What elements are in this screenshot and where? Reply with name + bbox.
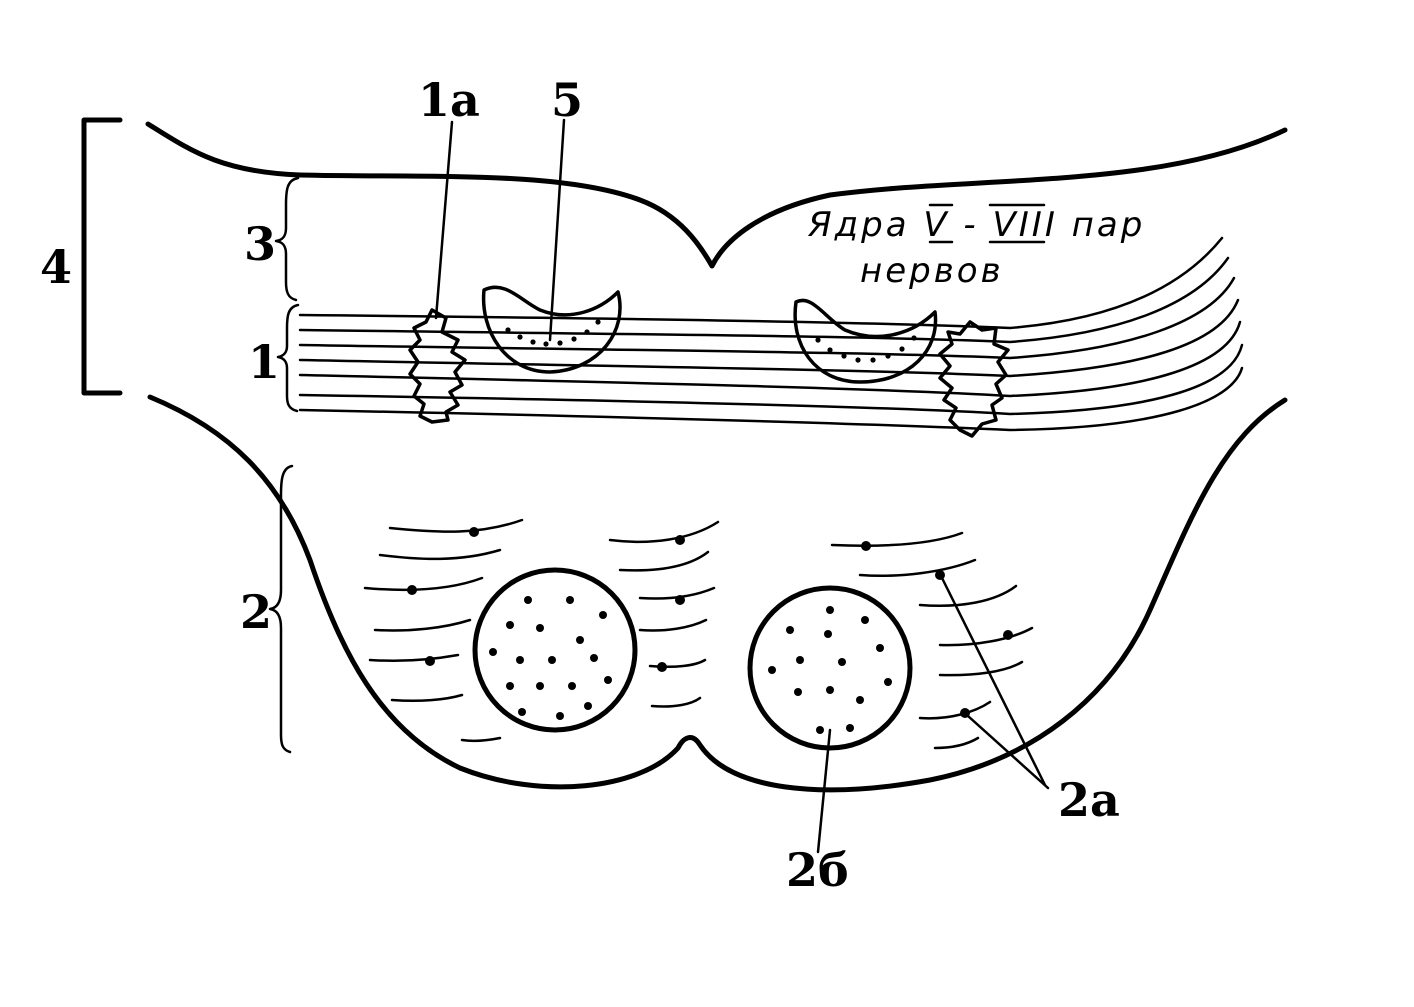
brace-1 [276, 303, 300, 413]
label-2: 2 [240, 585, 272, 639]
label-1: 1 [248, 335, 280, 389]
pyramidal-bundle-left [472, 567, 638, 733]
bracket-4 [81, 117, 123, 396]
upper-contour [145, 121, 1288, 269]
label-2b: 2б [786, 843, 849, 897]
lower-contour [147, 394, 1288, 793]
annotation-line-2: нервов [860, 251, 1004, 291]
label-2a: 2a [1058, 773, 1120, 827]
leader-2a-upper [940, 576, 1047, 787]
crescent-nucleus-right [793, 298, 938, 384]
crescent-dots [505, 319, 917, 363]
nucleus-mass-right [938, 320, 1010, 438]
crescent-nucleus-left [481, 285, 622, 374]
bundle-dots [489, 596, 892, 734]
annotation-line-1: Ядра V - VIII пар [807, 205, 1145, 245]
leader-2a-lower [966, 714, 1050, 790]
leader-2b [816, 728, 832, 854]
nucleus-mass-left [408, 308, 467, 424]
label-3: 3 [244, 217, 276, 271]
label-4: 4 [40, 240, 72, 294]
label-5: 5 [551, 73, 583, 127]
leader-5 [548, 118, 566, 342]
label-1a: 1a [418, 73, 480, 127]
leader-1a [434, 120, 454, 320]
brace-3 [274, 176, 300, 302]
pyramidal-bundle-right [747, 585, 913, 751]
transverse-fibers [363, 518, 1034, 750]
brace-2 [268, 464, 294, 754]
